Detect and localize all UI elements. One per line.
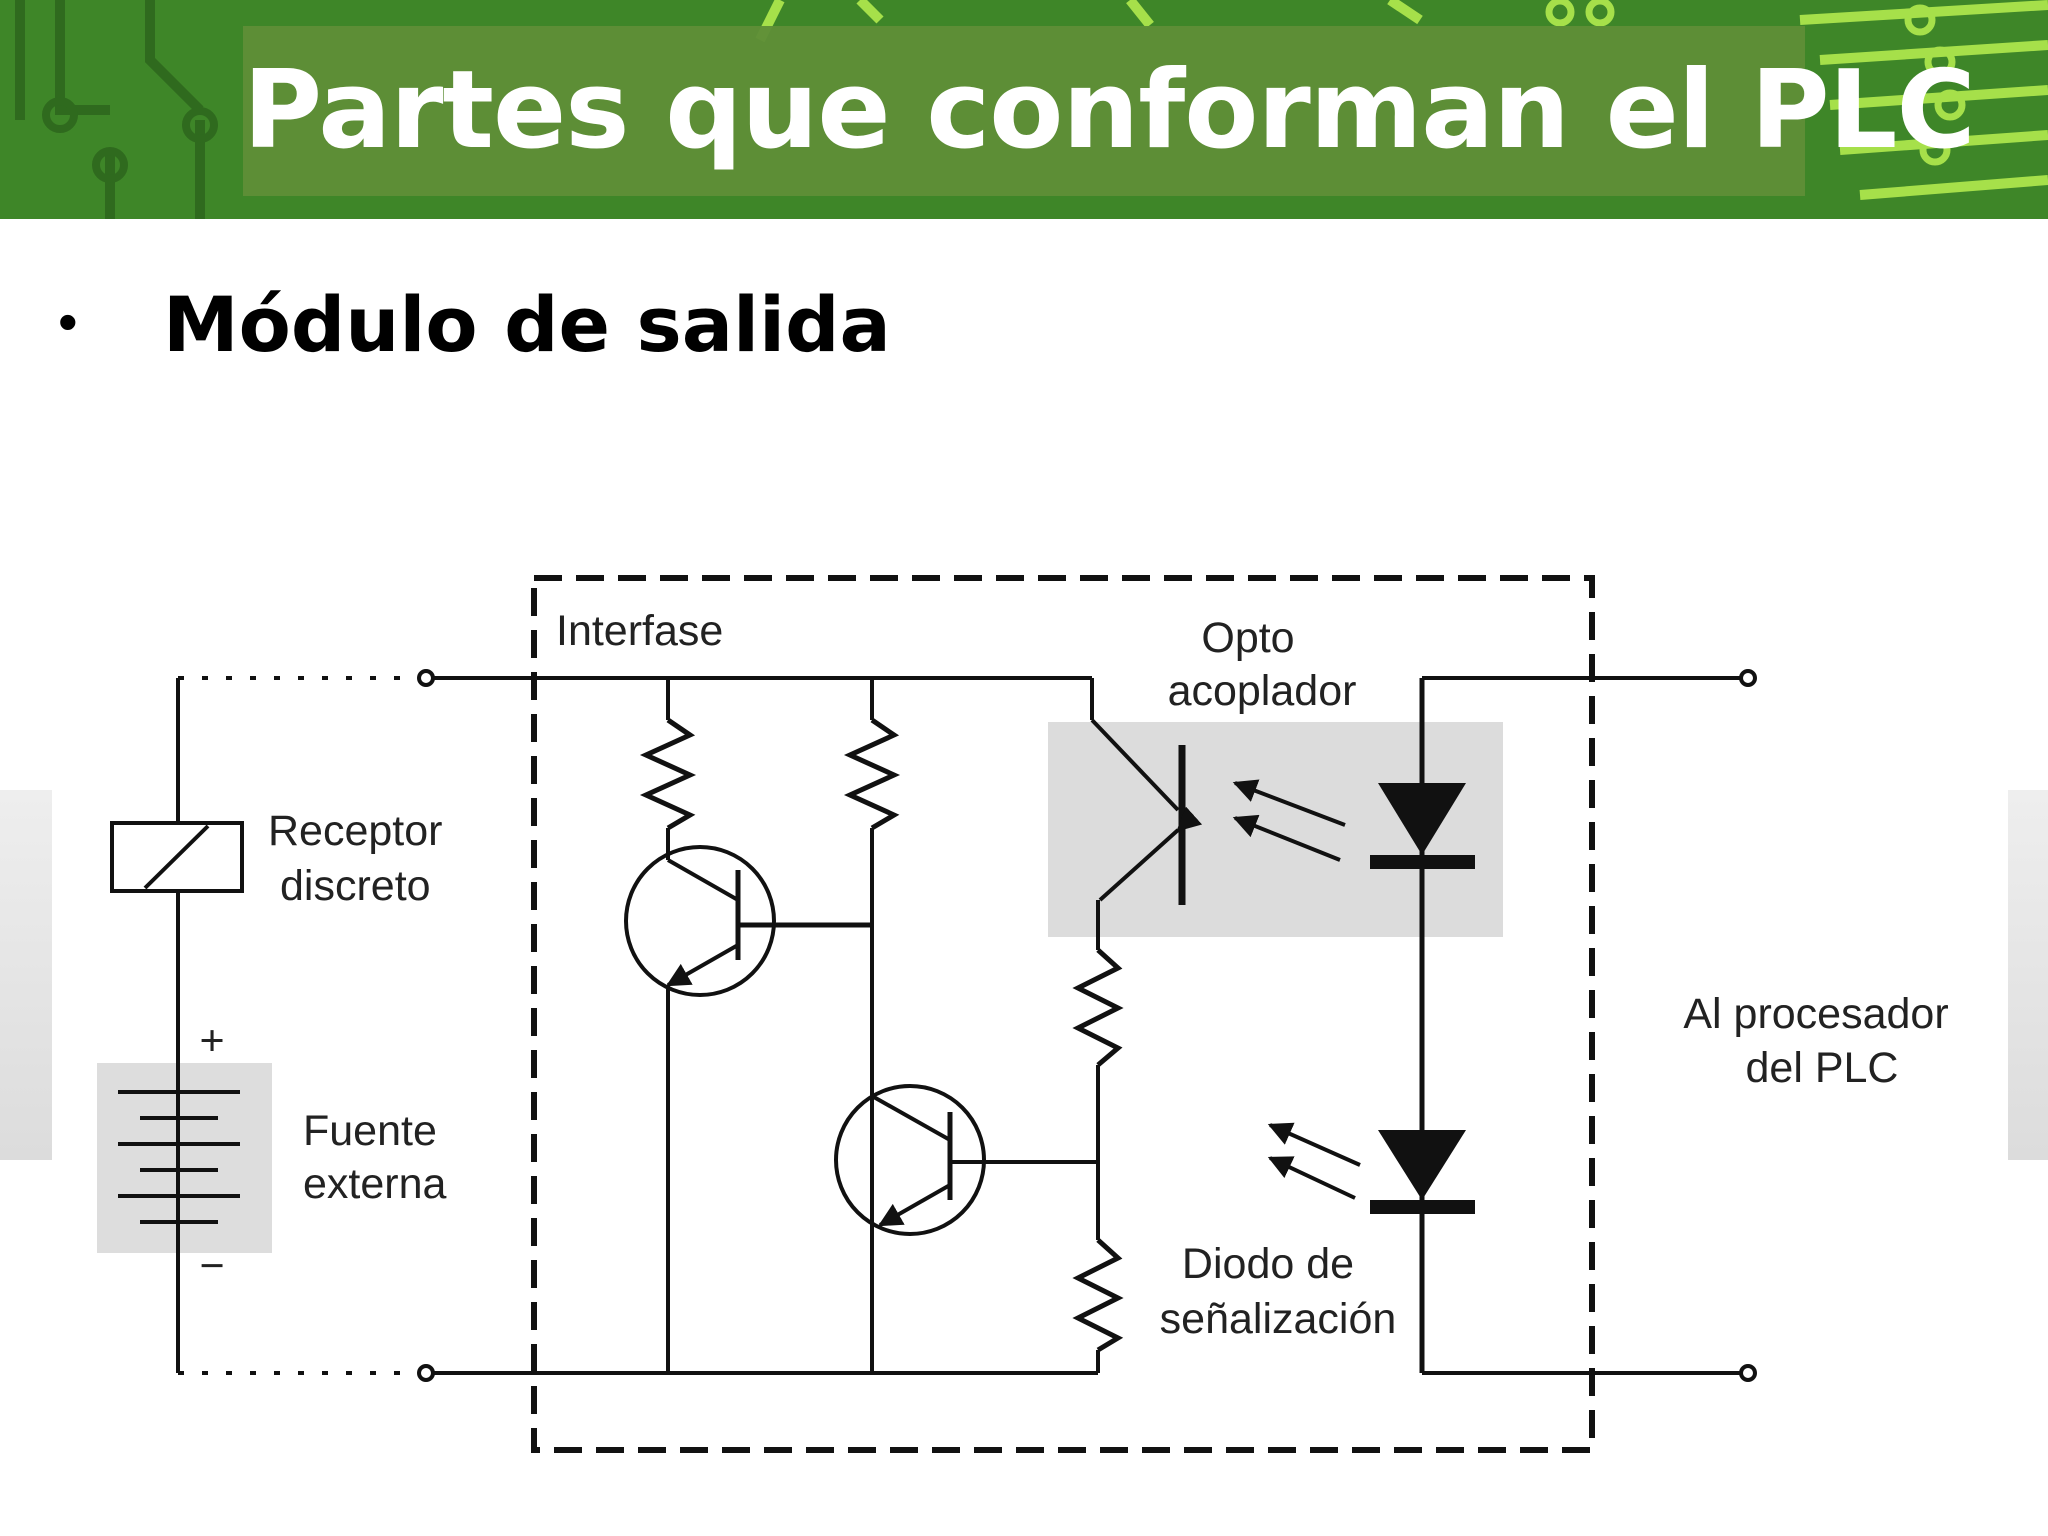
- label-minus: −: [199, 1242, 224, 1290]
- label-opto-1: Opto: [1201, 614, 1294, 662]
- label-interfase: Interfase: [556, 607, 723, 655]
- side-decoration-left: [0, 790, 52, 1160]
- resistor-1: [639, 717, 697, 831]
- bullet-item: Módulo de salida: [163, 280, 891, 369]
- label-receptor-2: discreto: [280, 862, 431, 910]
- label-procesador-2: del PLC: [1746, 1044, 1899, 1092]
- label-fuente-2: externa: [303, 1160, 447, 1208]
- bullet-marker: •: [58, 290, 78, 353]
- label-diodo-1: Diodo de: [1182, 1240, 1354, 1288]
- resistor-3: [1072, 948, 1124, 1067]
- signal-led: [1370, 1130, 1475, 1214]
- slide-title: Partes que conforman el PLC: [243, 48, 1976, 173]
- interface-boundary: [531, 575, 1595, 1453]
- terminal-bottom-left: [417, 1364, 435, 1382]
- output-module-circuit-diagram: Interfase Opto acoplador Receptor discre…: [97, 575, 1949, 1453]
- transistor-1: [624, 845, 776, 997]
- label-diodo-2: señalización: [1160, 1295, 1397, 1343]
- label-receptor-1: Receptor: [268, 807, 442, 855]
- relay-coil: [110, 821, 244, 893]
- label-procesador-1: Al procesador: [1683, 990, 1948, 1038]
- resistor-4: [1072, 1238, 1124, 1353]
- terminal-bottom-right: [1739, 1364, 1757, 1382]
- resistor-2: [843, 717, 901, 831]
- label-opto-2: acoplador: [1168, 667, 1357, 715]
- label-plus: +: [199, 1017, 224, 1065]
- terminal-top-right: [1739, 669, 1757, 687]
- battery: [118, 1090, 240, 1224]
- optocoupler-led: [1370, 783, 1475, 869]
- title-box: [243, 26, 1805, 196]
- terminal-top-left: [417, 669, 435, 687]
- label-fuente-1: Fuente: [303, 1107, 437, 1155]
- side-decoration-right: [2008, 790, 2048, 1160]
